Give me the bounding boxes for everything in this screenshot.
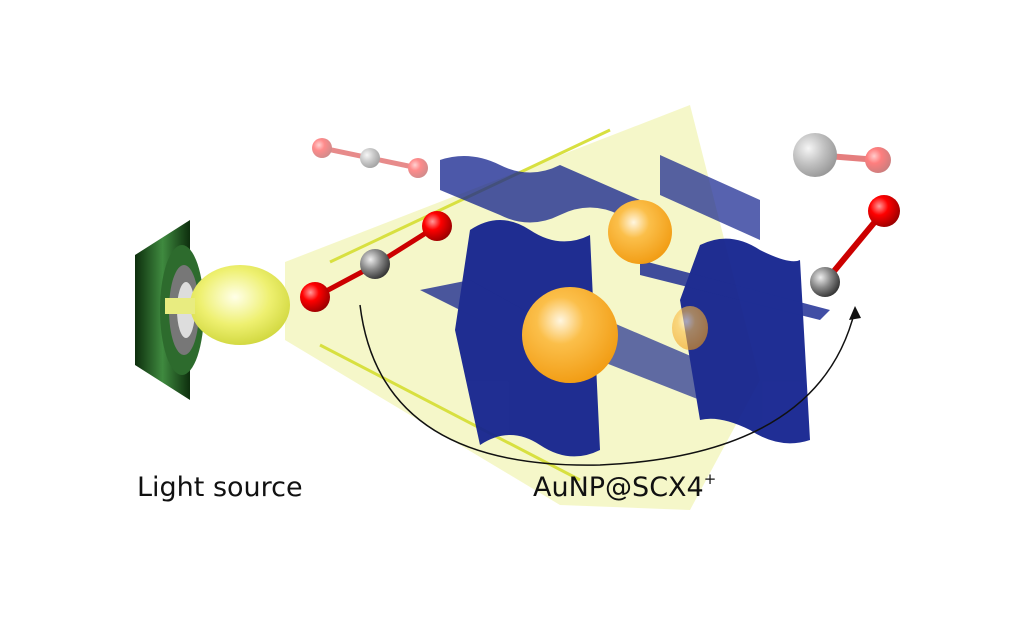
lamp-icon bbox=[135, 220, 290, 400]
co2-molecule-faded bbox=[312, 138, 428, 178]
gold-nanoparticle bbox=[672, 306, 708, 350]
gold-nanoparticle bbox=[608, 200, 672, 264]
co-molecule bbox=[810, 195, 900, 297]
co-molecule-faded bbox=[793, 133, 891, 177]
co2-molecule bbox=[300, 211, 452, 312]
reaction-arrow bbox=[359, 304, 856, 466]
gold-nanoparticle bbox=[522, 287, 618, 383]
light-source-label: Light source bbox=[137, 472, 303, 503]
catalyst-label: AuNP@SCX4+ bbox=[533, 470, 717, 503]
